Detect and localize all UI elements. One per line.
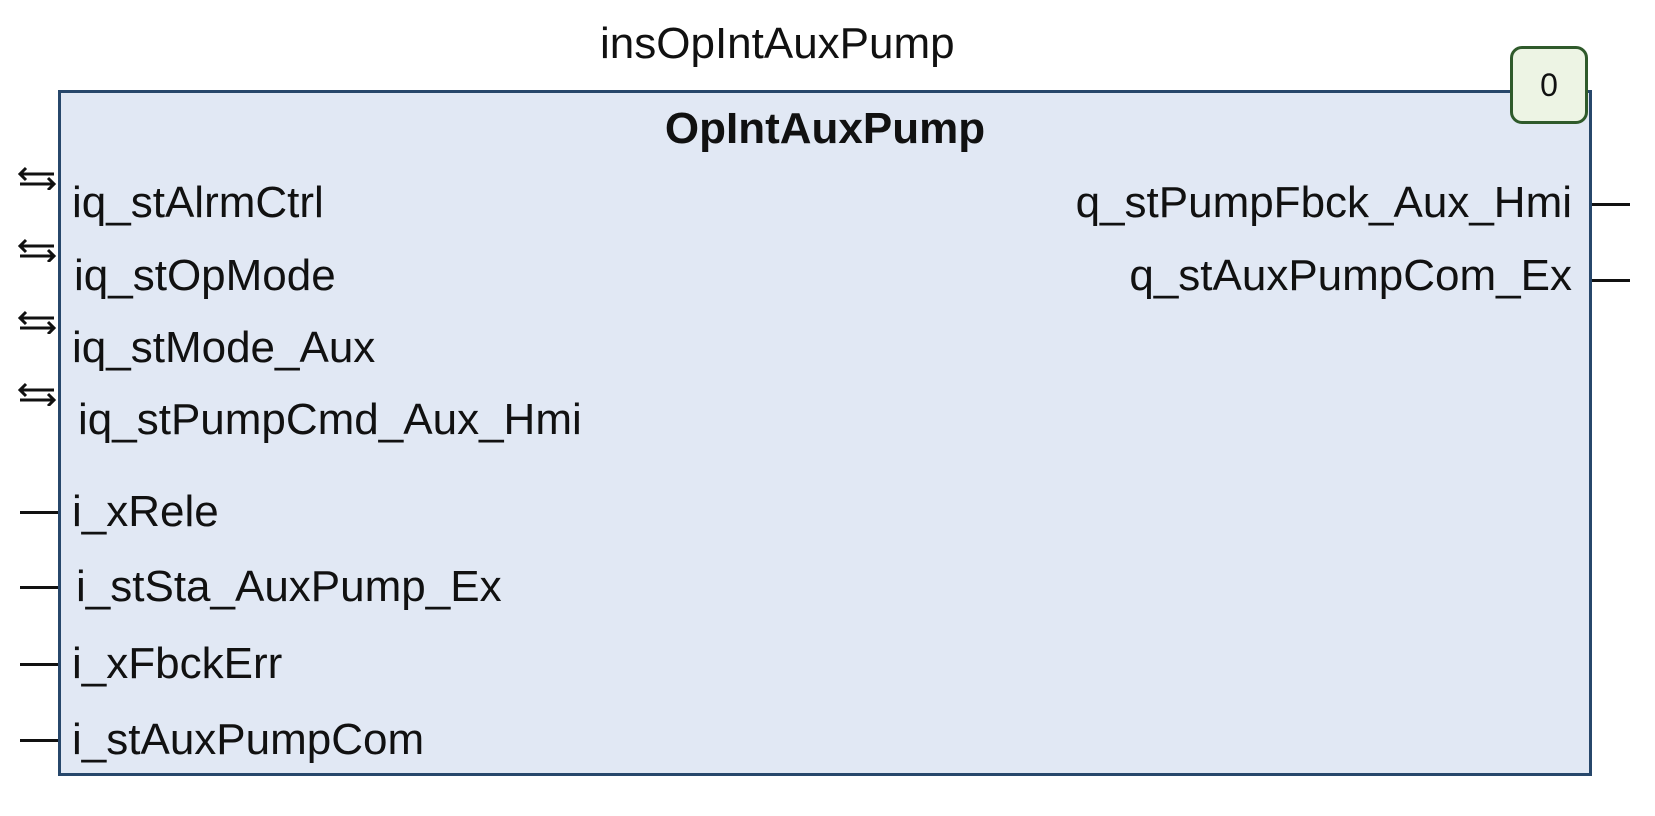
pin-i-xRele[interactable]: i_xRele [72,487,219,536]
pin-i-stAuxPumpCom[interactable]: i_stAuxPumpCom [72,715,425,764]
pin-iq-stMode-Aux[interactable]: iq_stMode_Aux [72,323,376,372]
pin-i-stSta-AuxPump-Ex[interactable]: i_stSta_AuxPump_Ex [76,562,502,611]
output-pin-line[interactable] [1592,203,1630,206]
input-pin-line[interactable] [20,739,58,742]
function-block[interactable]: OpIntAuxPump [58,90,1592,776]
pin-i-xFbckErr[interactable]: i_xFbckErr [72,639,283,688]
pin-iq-stOpMode[interactable]: iq_stOpMode [74,251,336,300]
instance-name[interactable]: insOpIntAuxPump [600,19,955,68]
input-pin-line[interactable] [20,511,58,514]
input-pin-line[interactable] [20,586,58,589]
inout-arrow-icon [17,166,57,190]
execution-order-badge: 0 [1510,46,1588,124]
input-pin-line[interactable] [20,663,58,666]
pin-iq-stPumpCmd-Aux-Hmi[interactable]: iq_stPumpCmd_Aux_Hmi [78,395,582,444]
function-block-type-name: OpIntAuxPump [664,104,986,153]
inout-arrow-icon [17,310,57,334]
output-pin-line[interactable] [1592,279,1630,282]
pin-iq-stAlrmCtrl[interactable]: iq_stAlrmCtrl [72,178,324,227]
inout-arrow-icon [17,382,57,406]
pin-q-stAuxPumpCom-Ex[interactable]: q_stAuxPumpCom_Ex [1129,251,1572,300]
pin-q-stPumpFbck-Aux-Hmi[interactable]: q_stPumpFbck_Aux_Hmi [1075,178,1572,227]
inout-arrow-icon [17,238,57,262]
